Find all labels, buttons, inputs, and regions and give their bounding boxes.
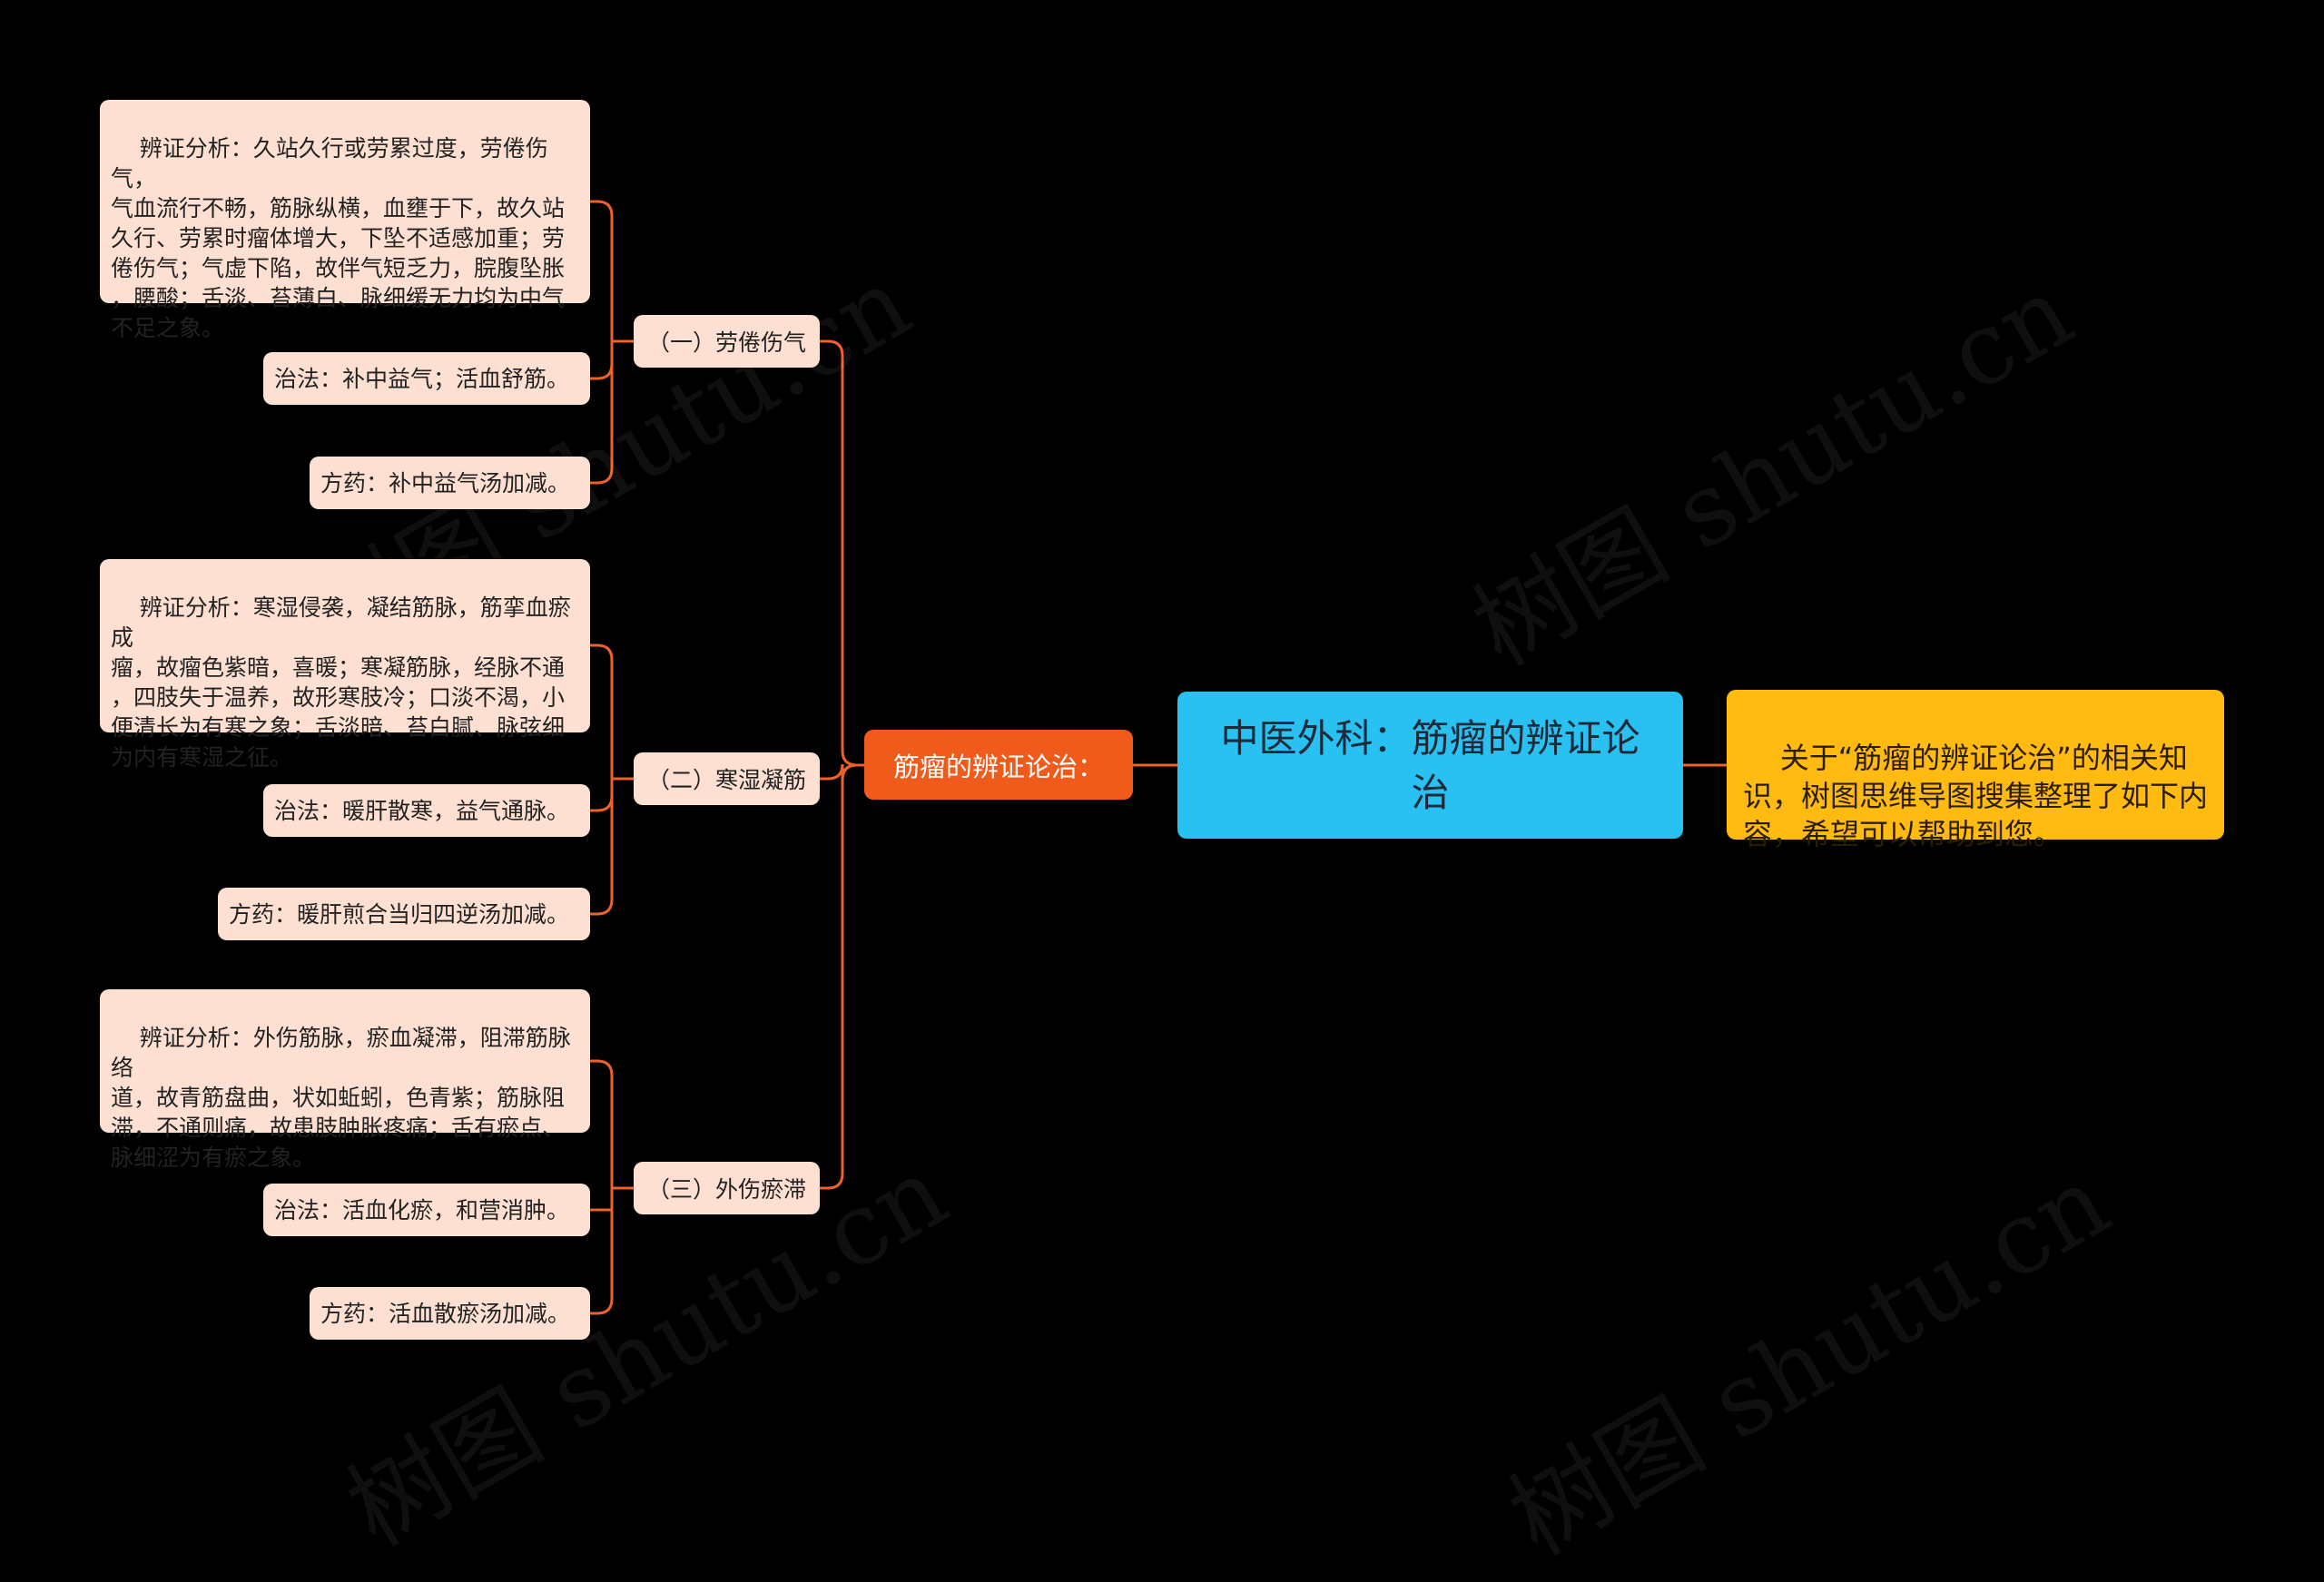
- subtopic-label: （三）外伤瘀滞: [646, 1176, 806, 1203]
- subtopic-laojuan[interactable]: （一）劳倦伤气: [634, 315, 820, 368]
- treatment-text: 治法：补中益气；活血舒筋。: [274, 365, 570, 392]
- connector-sub-leaf: [590, 339, 634, 485]
- root-title: 中医外科：筋瘤的辨证论治: [1220, 716, 1640, 815]
- formula-node[interactable]: 方药：补中益气汤加减。: [310, 457, 590, 509]
- treatment-node[interactable]: 治法：暖肝散寒，益气通脉。: [263, 784, 590, 837]
- analysis-node[interactable]: 辨证分析：寒湿侵袭，凝结筋脉，筋挛血瘀成 瘤，故瘤色紫暗，喜暖；寒凝筋脉，经脉不…: [100, 559, 590, 771]
- subtopic-label: （一）劳倦伤气: [646, 329, 806, 356]
- analysis-node[interactable]: 辨证分析：外伤筋脉，瘀血凝滞，阻滞筋脉络 道，故青筋盘曲，状如蚯蚓，色青紫；筋脉…: [100, 989, 590, 1171]
- root-topic[interactable]: 中医外科：筋瘤的辨证论治: [1177, 692, 1683, 839]
- treatment-node[interactable]: 治法：补中益气；活血舒筋。: [263, 352, 590, 405]
- connector-sub-leaf: [590, 200, 634, 343]
- treatment-text: 治法：活血化瘀，和营消肿。: [274, 1196, 570, 1223]
- connector-branch-sub: [820, 339, 864, 767]
- formula-text: 方药：补中益气汤加减。: [320, 469, 571, 496]
- connector-sub-leaf: [590, 1186, 634, 1315]
- summary-note[interactable]: 关于“筋瘤的辨证论治”的相关知识，树图思维导图搜集整理了如下内容，希望可以帮助到…: [1727, 690, 2224, 851]
- connector-lines: [590, 200, 1727, 1315]
- connector-sub-leaf: [590, 777, 634, 916]
- analysis-text: 辨证分析：寒湿侵袭，凝结筋脉，筋挛血瘀成 瘤，故瘤色紫暗，喜暖；寒凝筋脉，经脉不…: [111, 594, 571, 771]
- branch-topic[interactable]: 筋瘤的辨证论治：: [864, 730, 1133, 800]
- treatment-node[interactable]: 治法：活血化瘀，和营消肿。: [263, 1184, 590, 1236]
- connector-sub-leaf: [590, 644, 634, 781]
- formula-text: 方药：活血散瘀汤加减。: [320, 1300, 571, 1327]
- summary-note-text: 关于“筋瘤的辨证论治”的相关知识，树图思维导图搜集整理了如下内容，希望可以帮助到…: [1743, 741, 2209, 851]
- mindmap-canvas: 树图 shutu.cn 树图 shutu.cn 树图 shutu.cn 树图 s…: [100, 100, 2224, 1577]
- analysis-text: 辨证分析：外伤筋脉，瘀血凝滞，阻滞筋脉络 道，故青筋盘曲，状如蚯蚓，色青紫；筋脉…: [111, 1025, 571, 1171]
- connector-branch-sub: [820, 763, 864, 1190]
- treatment-text: 治法：暖肝散寒，益气通脉。: [274, 797, 570, 824]
- connector-sub-leaf: [590, 1059, 634, 1190]
- subtopic-label: （二）寒湿凝筋: [646, 767, 806, 793]
- subtopic-waishang[interactable]: （三）外伤瘀滞: [634, 1162, 820, 1214]
- formula-text: 方药：暖肝煎合当归四逆汤加减。: [229, 900, 570, 928]
- analysis-text: 辨证分析：久站久行或劳累过度，劳倦伤气， 气血流行不畅，筋脉纵横，血壅于下，故久…: [111, 135, 566, 341]
- formula-node[interactable]: 方药：暖肝煎合当归四逆汤加减。: [218, 888, 590, 940]
- branch-label: 筋瘤的辨证论治：: [892, 751, 1104, 782]
- subtopic-hanshi[interactable]: （二）寒湿凝筋: [634, 752, 820, 805]
- formula-node[interactable]: 方药：活血散瘀汤加减。: [310, 1287, 590, 1340]
- analysis-node[interactable]: 辨证分析：久站久行或劳累过度，劳倦伤气， 气血流行不畅，筋脉纵横，血壅于下，故久…: [100, 100, 590, 341]
